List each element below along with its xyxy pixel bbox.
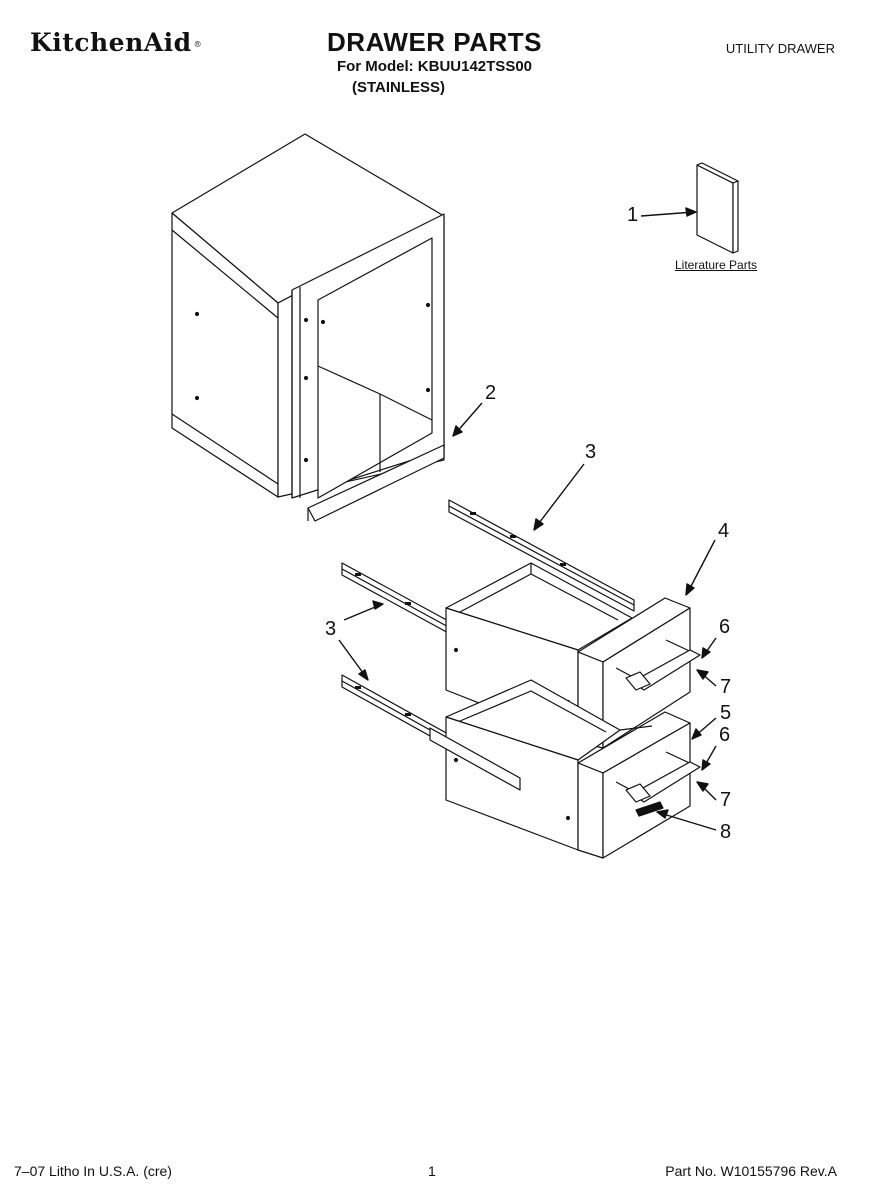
section-name: UTILITY DRAWER	[725, 41, 835, 56]
callout-2: 2	[485, 382, 497, 404]
callout-3-front: 3	[325, 618, 337, 640]
drawer-handle	[616, 752, 700, 802]
part-number: Part No. W10155796 Rev.A	[665, 1163, 837, 1179]
model-variant: (STAINLESS)	[352, 79, 446, 96]
callout-leaders	[339, 208, 716, 830]
model-number: For Model: KBUU142TSS00	[336, 58, 533, 75]
callout-8: 8	[720, 821, 732, 843]
print-info: 7–07 Litho In U.S.A. (cre)	[14, 1163, 172, 1179]
callout-3-rear: 3	[585, 441, 597, 463]
callout-4: 4	[718, 520, 730, 542]
callout-6-lower: 6	[719, 724, 731, 746]
page-number: 1	[428, 1163, 436, 1179]
registered-mark: ®	[193, 40, 203, 49]
drawer-slide	[430, 728, 520, 790]
spacer-part	[636, 802, 663, 816]
callout-6-upper: 6	[719, 616, 731, 638]
callout-7-lower: 7	[720, 789, 732, 811]
callout-7-upper: 7	[720, 676, 732, 698]
cabinet-housing	[172, 134, 444, 521]
brand-logo: KitchenAid®	[30, 28, 202, 57]
drawer-handle	[616, 640, 700, 690]
brand-name: KitchenAid	[30, 28, 192, 57]
callout-5: 5	[720, 702, 732, 724]
callout-1: 1	[627, 204, 639, 226]
page-title: DRAWER PARTS	[327, 27, 542, 57]
drawer-slide	[449, 500, 634, 611]
literature-booklet	[697, 163, 738, 253]
literature-parts-label: Literature Parts	[675, 258, 758, 272]
